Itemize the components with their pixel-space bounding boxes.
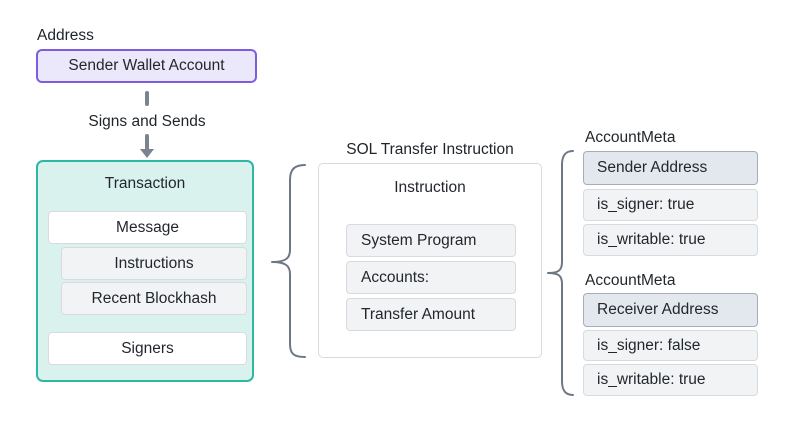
address-label: Address (37, 27, 94, 44)
down-arrow-icon (140, 149, 154, 158)
instruction-box: Instruction System Program Accounts: Tra… (318, 163, 542, 358)
instruction-title: Instruction (394, 179, 466, 196)
signs-and-sends-label: Signs and Sends (88, 113, 206, 130)
transaction-item-signers: Signers (48, 332, 247, 365)
transaction-box: Transaction Message Instructions Recent … (36, 160, 254, 382)
instruction-item-system-program: System Program (346, 224, 516, 257)
receiver-address-box: Receiver Address (583, 293, 758, 327)
transaction-item-instructions: Instructions (61, 247, 247, 280)
transaction-title: Transaction (104, 175, 186, 192)
transaction-item-recent-blockhash: Recent Blockhash (61, 282, 247, 315)
instruction-item-accounts: Accounts: (346, 261, 516, 294)
sender-address-box: Sender Address (583, 151, 758, 185)
account-meta-receiver-caption: AccountMeta (585, 272, 676, 289)
receiver-is-signer-box: is_signer: false (583, 330, 758, 361)
sender-wallet-account-box: Sender Wallet Account (36, 49, 257, 83)
left-curly-brace-icon (271, 164, 306, 358)
down-arrow-stem (145, 134, 149, 150)
arrow-dash-segment (145, 91, 149, 106)
instruction-item-transfer-amount: Transfer Amount (346, 298, 516, 331)
right-curly-brace-icon (547, 150, 574, 396)
sender-is-writable-box: is_writable: true (583, 224, 758, 256)
transaction-item-message: Message (48, 211, 247, 244)
sender-is-signer-box: is_signer: true (583, 189, 758, 221)
sol-transfer-instruction-caption: SOL Transfer Instruction (346, 141, 514, 158)
sender-wallet-account-label: Sender Wallet Account (68, 57, 225, 74)
account-meta-sender-caption: AccountMeta (585, 129, 676, 146)
receiver-is-writable-box: is_writable: true (583, 364, 758, 396)
